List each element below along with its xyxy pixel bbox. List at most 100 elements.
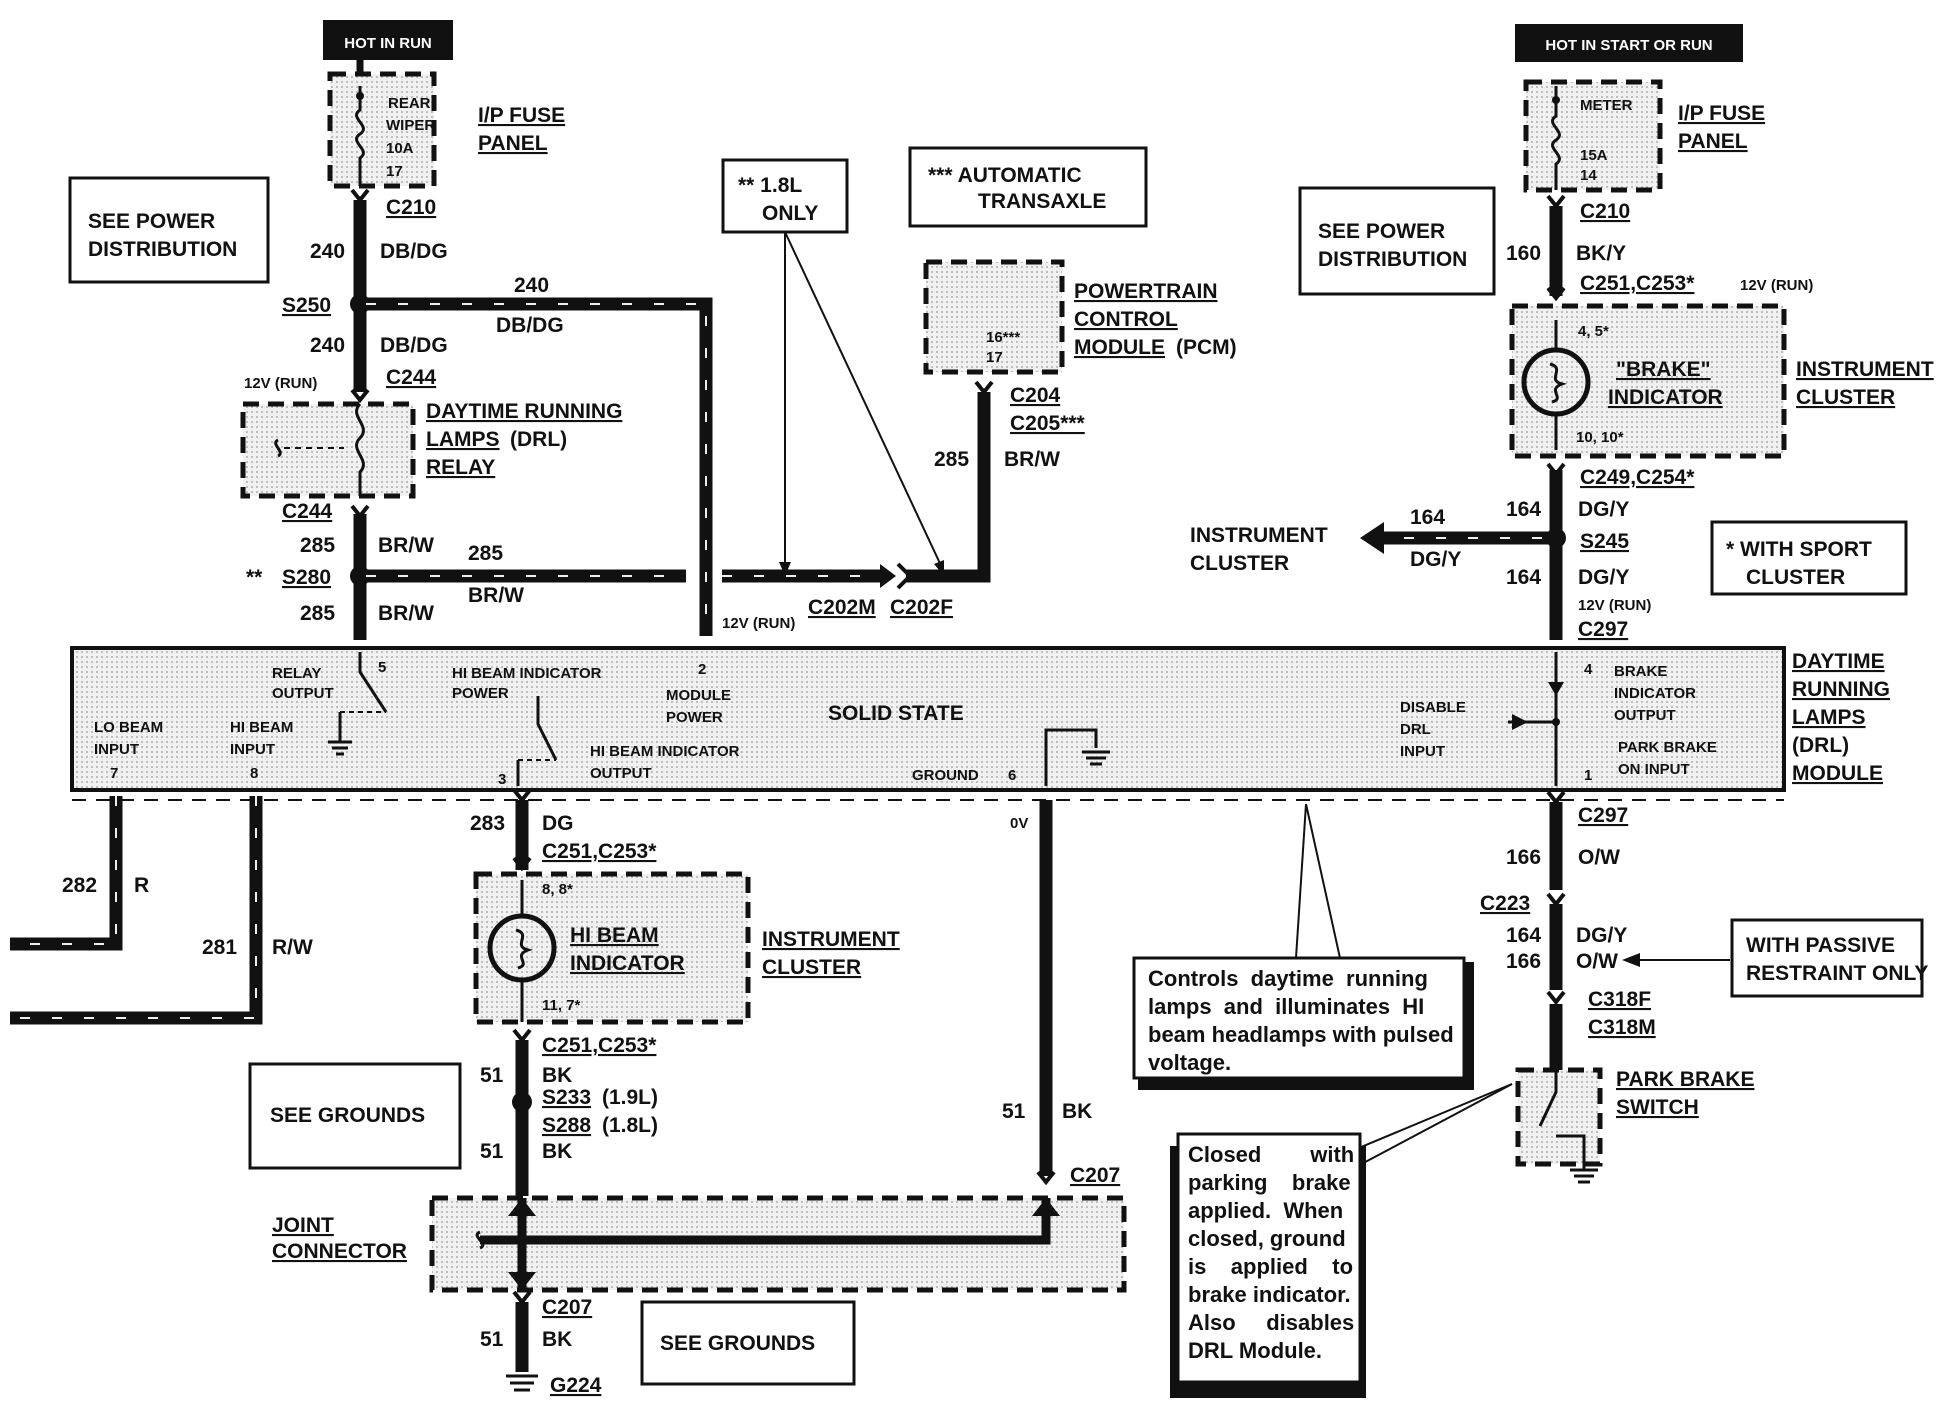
svg-text:11, 7*: 11, 7* xyxy=(542,997,581,1014)
circuit-51d: 51 xyxy=(480,1328,504,1351)
svg-text:"BRAKE": "BRAKE" xyxy=(1616,358,1711,381)
drl-module-label2: RUNNING xyxy=(1792,678,1890,701)
connector-c297: C297 xyxy=(1578,618,1628,641)
circuit-281: 281 xyxy=(202,936,237,959)
svg-text:TRANSAXLE: TRANSAXLE xyxy=(978,190,1106,213)
svg-text:GROUND: GROUND xyxy=(912,767,979,784)
svg-text:16***: 16*** xyxy=(986,329,1020,346)
connector-c318f: C318F xyxy=(1588,988,1651,1011)
circuit-240c: 240 xyxy=(310,334,345,357)
pcm-circuit-285: 285 xyxy=(934,448,969,471)
see-grounds-left: SEE GROUNDS xyxy=(248,1062,462,1170)
svg-text:closed, ground: closed, ground xyxy=(1188,1226,1346,1251)
circuit-51b-color: BK xyxy=(542,1140,572,1163)
module-12v-run: 12V (RUN) xyxy=(722,615,795,632)
ip-fuse-panel-right2: PANEL xyxy=(1678,130,1748,153)
svg-text:INPUT: INPUT xyxy=(1400,743,1445,760)
svg-text:voltage.: voltage. xyxy=(1148,1050,1231,1075)
rear-wiper-fuse: REAR WIPER 10A 17 xyxy=(327,71,437,189)
circuit-164-lower: 164 xyxy=(1506,924,1541,947)
park-brake-switch-label1: PARK BRAKE xyxy=(1616,1068,1754,1091)
svg-text:HI BEAM INDICATOR: HI BEAM INDICATOR xyxy=(590,743,740,760)
instrument-cluster-left2: CLUSTER xyxy=(1190,552,1289,575)
svg-text:DISABLE: DISABLE xyxy=(1400,699,1466,716)
circuit-164c: 164 xyxy=(1506,566,1541,589)
svg-text:INPUT: INPUT xyxy=(94,741,139,758)
svg-text:8: 8 xyxy=(250,765,258,782)
joint-connector-label1: JOINT xyxy=(272,1214,334,1237)
see-power-distribution-left: SEE POWER DISTRIBUTION xyxy=(68,176,270,284)
circuit-164: 164 xyxy=(1506,498,1541,521)
see-grounds-bottom: SEE GROUNDS xyxy=(640,1300,856,1386)
splice-s280: S280 xyxy=(282,566,331,589)
connector-c204: C204 xyxy=(1010,384,1061,407)
circuit-285-color: BR/W xyxy=(378,534,434,557)
svg-text:beam headlamps with pulsed: beam headlamps with pulsed xyxy=(1148,1022,1454,1047)
svg-text:MODULE: MODULE xyxy=(666,687,731,704)
ip-fuse-panel-label2: PANEL xyxy=(478,132,548,155)
circuit-164b-color: DG/Y xyxy=(1410,548,1461,571)
svg-text:8, 8*: 8, 8* xyxy=(542,881,573,898)
note-park-brake: Closed with parking brake applied. When … xyxy=(1170,1132,1366,1398)
drl-relay xyxy=(240,401,416,499)
connector-c251-lower: C251,C253* xyxy=(542,840,657,863)
svg-text:1: 1 xyxy=(1584,767,1592,784)
circuit-166-color: O/W xyxy=(1578,846,1620,869)
svg-text:INDICATOR: INDICATOR xyxy=(1614,685,1696,702)
drl-relay-label2: LAMPS xyxy=(426,428,500,451)
ip-fuse-panel-label: I/P FUSE xyxy=(478,104,565,127)
circuit-51d-color: BK xyxy=(542,1328,572,1351)
connector-c207: C207 xyxy=(1070,1164,1120,1187)
fuse-name2: WIPER xyxy=(386,117,435,134)
pcm-circuit-285-color: BR/W xyxy=(1004,448,1060,471)
circuit-164b: 164 xyxy=(1410,506,1445,529)
instrument-cluster-lower2: CLUSTER xyxy=(762,956,861,979)
circuit-283-color: DG xyxy=(542,812,574,835)
s280-mark: ** xyxy=(246,566,263,589)
see-power-distribution-right: SEE POWER DISTRIBUTION xyxy=(1298,186,1496,296)
svg-text:4: 4 xyxy=(1584,661,1593,678)
circuit-51-color: BK xyxy=(542,1064,572,1087)
svg-text:3: 3 xyxy=(498,771,506,788)
svg-text:CLUSTER: CLUSTER xyxy=(1746,566,1845,589)
pcm-label3b: (PCM) xyxy=(1176,336,1237,359)
circuit-285c: 285 xyxy=(300,602,335,625)
svg-text:DRL Module.: DRL Module. xyxy=(1188,1338,1322,1363)
svg-text:7: 7 xyxy=(110,765,118,782)
svg-text:HI BEAM: HI BEAM xyxy=(230,719,293,736)
splice-s288: S288 xyxy=(542,1114,591,1137)
brake-indicator-cluster: 4, 5* "BRAKE" INDICATOR 10, 10* xyxy=(1509,303,1787,459)
pcm-label3: MODULE xyxy=(1074,336,1165,359)
svg-text:SEE POWER: SEE POWER xyxy=(88,210,215,233)
svg-text:15A: 15A xyxy=(1580,147,1608,164)
svg-text:OUTPUT: OUTPUT xyxy=(1614,707,1676,724)
svg-text:LO BEAM: LO BEAM xyxy=(94,719,163,736)
svg-text:is applied to: is applied to xyxy=(1188,1254,1353,1279)
svg-text:INPUT: INPUT xyxy=(230,741,275,758)
svg-text:INDICATOR: INDICATOR xyxy=(1608,386,1723,409)
connector-c297-lower: C297 xyxy=(1578,804,1628,827)
svg-text:POWER: POWER xyxy=(666,709,723,726)
svg-text:brake indicator.: brake indicator. xyxy=(1188,1282,1351,1307)
circuit-51c: 51 xyxy=(1002,1100,1026,1123)
svg-text:HOT IN START OR RUN: HOT IN START OR RUN xyxy=(1545,37,1712,54)
svg-text:HI BEAM INDICATOR: HI BEAM INDICATOR xyxy=(452,665,602,682)
connector-c202m: C202M xyxy=(808,596,876,619)
svg-text:17: 17 xyxy=(986,349,1003,366)
svg-text:OUTPUT: OUTPUT xyxy=(590,765,652,782)
svg-text:14: 14 xyxy=(1580,167,1597,184)
hi-beam-indicator-cluster: 8, 8* HI BEAM INDICATOR 11, 7* xyxy=(473,871,751,1025)
circuit-283: 283 xyxy=(470,812,505,835)
park-brake-switch xyxy=(1515,1067,1603,1184)
splice-s233-engine: (1.9L) xyxy=(602,1086,658,1109)
instrument-cluster-right2: CLUSTER xyxy=(1796,386,1895,409)
drl-module: RELAY OUTPUT 5 HI BEAM INDICATOR POWER 2… xyxy=(70,646,1786,801)
meter-fuse: METER 15A 14 xyxy=(1523,79,1663,193)
note-passive-restraint: WITH PASSIVE RESTRAINT ONLY xyxy=(1730,918,1928,998)
instrument-cluster-lower1: INSTRUMENT xyxy=(762,928,900,951)
svg-text:DRL: DRL xyxy=(1400,721,1431,738)
connector-c207b: C207 xyxy=(542,1296,592,1319)
svg-text:*** AUTOMATIC: *** AUTOMATIC xyxy=(928,164,1082,187)
relay-12v-run: 12V (RUN) xyxy=(244,375,317,392)
